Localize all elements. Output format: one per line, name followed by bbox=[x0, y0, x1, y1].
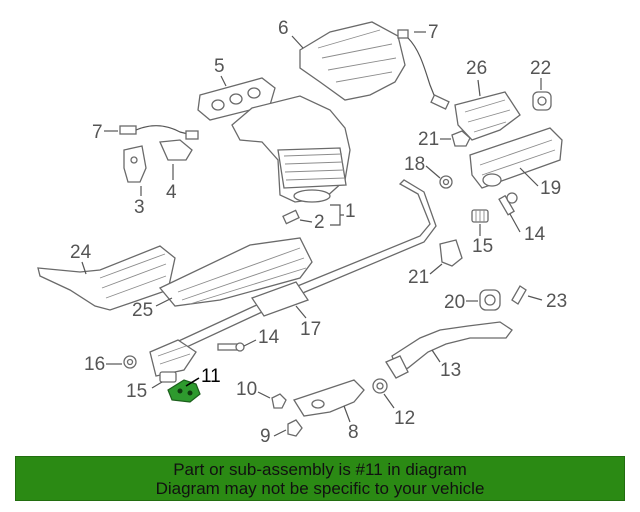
callout-21-lower: 21 bbox=[408, 267, 429, 288]
callout-16: 16 bbox=[84, 354, 105, 375]
callout-21-upper: 21 bbox=[418, 129, 439, 150]
callout-15-left: 15 bbox=[126, 381, 147, 402]
callout-4: 4 bbox=[166, 182, 177, 203]
part-24-heat-shield: 24 bbox=[37, 242, 176, 311]
callout-12: 12 bbox=[394, 408, 415, 429]
part-13-rear-pipe: 13 bbox=[385, 321, 513, 381]
callout-5: 5 bbox=[214, 56, 225, 77]
part-22-hanger: 22 bbox=[530, 58, 552, 111]
part-14-bolt-left: 14 bbox=[217, 327, 280, 352]
callout-14-right: 14 bbox=[524, 224, 546, 245]
part-17-center-pipe: 17 bbox=[149, 179, 437, 377]
part-15-spring: 15 bbox=[471, 209, 493, 257]
part-16-gasket: 16 bbox=[84, 354, 137, 375]
part-18-ring: 18 bbox=[404, 154, 453, 189]
callout-14-left: 14 bbox=[258, 327, 280, 348]
part-3-bracket: 3 bbox=[123, 145, 147, 218]
callout-10: 10 bbox=[236, 379, 257, 400]
callout-2: 2 bbox=[314, 212, 325, 233]
part-9-nut: 9 bbox=[260, 419, 303, 447]
callout-7-upper: 7 bbox=[428, 22, 439, 43]
callout-26: 26 bbox=[466, 58, 487, 79]
part-11-highlighted[interactable]: 11 bbox=[167, 366, 221, 403]
callout-8: 8 bbox=[348, 422, 359, 443]
part-21-gasket-lower: 21 bbox=[408, 239, 463, 288]
callout-25: 25 bbox=[132, 300, 153, 321]
part-15-spring-left: 15 bbox=[126, 371, 177, 402]
part-6-heat-shield: 6 bbox=[278, 18, 406, 101]
part-10-nut: 10 bbox=[236, 379, 287, 409]
part-8-front-pipe: 8 bbox=[293, 379, 365, 443]
callout-18: 18 bbox=[404, 154, 425, 175]
part-12-gasket: 12 bbox=[372, 378, 415, 429]
part-14-bolt: 14 bbox=[498, 192, 546, 245]
part-4-bracket: 4 bbox=[159, 139, 193, 203]
part-1-exhaust-manifold: 1 bbox=[231, 95, 356, 226]
part-26-heat-shield: 26 bbox=[454, 58, 521, 141]
callout-11: 11 bbox=[201, 366, 221, 387]
callout-15-right: 15 bbox=[472, 236, 493, 257]
callout-1: 1 bbox=[345, 201, 356, 222]
callout-24: 24 bbox=[70, 242, 92, 263]
callout-23: 23 bbox=[546, 291, 567, 312]
part-7-oxygen-sensor-left: 7 bbox=[92, 122, 199, 143]
part-7-oxygen-sensor-upper: 7 bbox=[397, 22, 450, 110]
part-20-hanger: 20 bbox=[444, 289, 501, 313]
callout-20: 20 bbox=[444, 292, 465, 313]
part-2-stud: 2 bbox=[282, 209, 325, 233]
part-25-heat-shield: 25 bbox=[132, 237, 313, 321]
callout-22: 22 bbox=[530, 58, 551, 79]
part-21-gasket-upper: 21 bbox=[418, 129, 471, 150]
callout-19: 19 bbox=[540, 178, 561, 199]
part-23-bracket: 23 bbox=[511, 285, 567, 312]
part-5-gasket: 5 bbox=[197, 56, 276, 121]
callout-6: 6 bbox=[278, 18, 289, 39]
callout-3: 3 bbox=[134, 197, 145, 218]
exhaust-parts-diagram: 6 7 5 26 22 7 bbox=[37, 18, 567, 447]
banner-line-1: Part or sub-assembly is #11 in diagram bbox=[173, 459, 467, 479]
callout-13: 13 bbox=[440, 360, 461, 381]
callout-9: 9 bbox=[260, 426, 271, 447]
callout-17: 17 bbox=[300, 319, 321, 340]
banner-line-2: Diagram may not be specific to your vehi… bbox=[155, 478, 485, 498]
callout-7-left: 7 bbox=[92, 122, 103, 143]
info-banner: Part or sub-assembly is #11 in diagram D… bbox=[15, 456, 625, 501]
part-19-muffler: 19 bbox=[469, 127, 563, 199]
